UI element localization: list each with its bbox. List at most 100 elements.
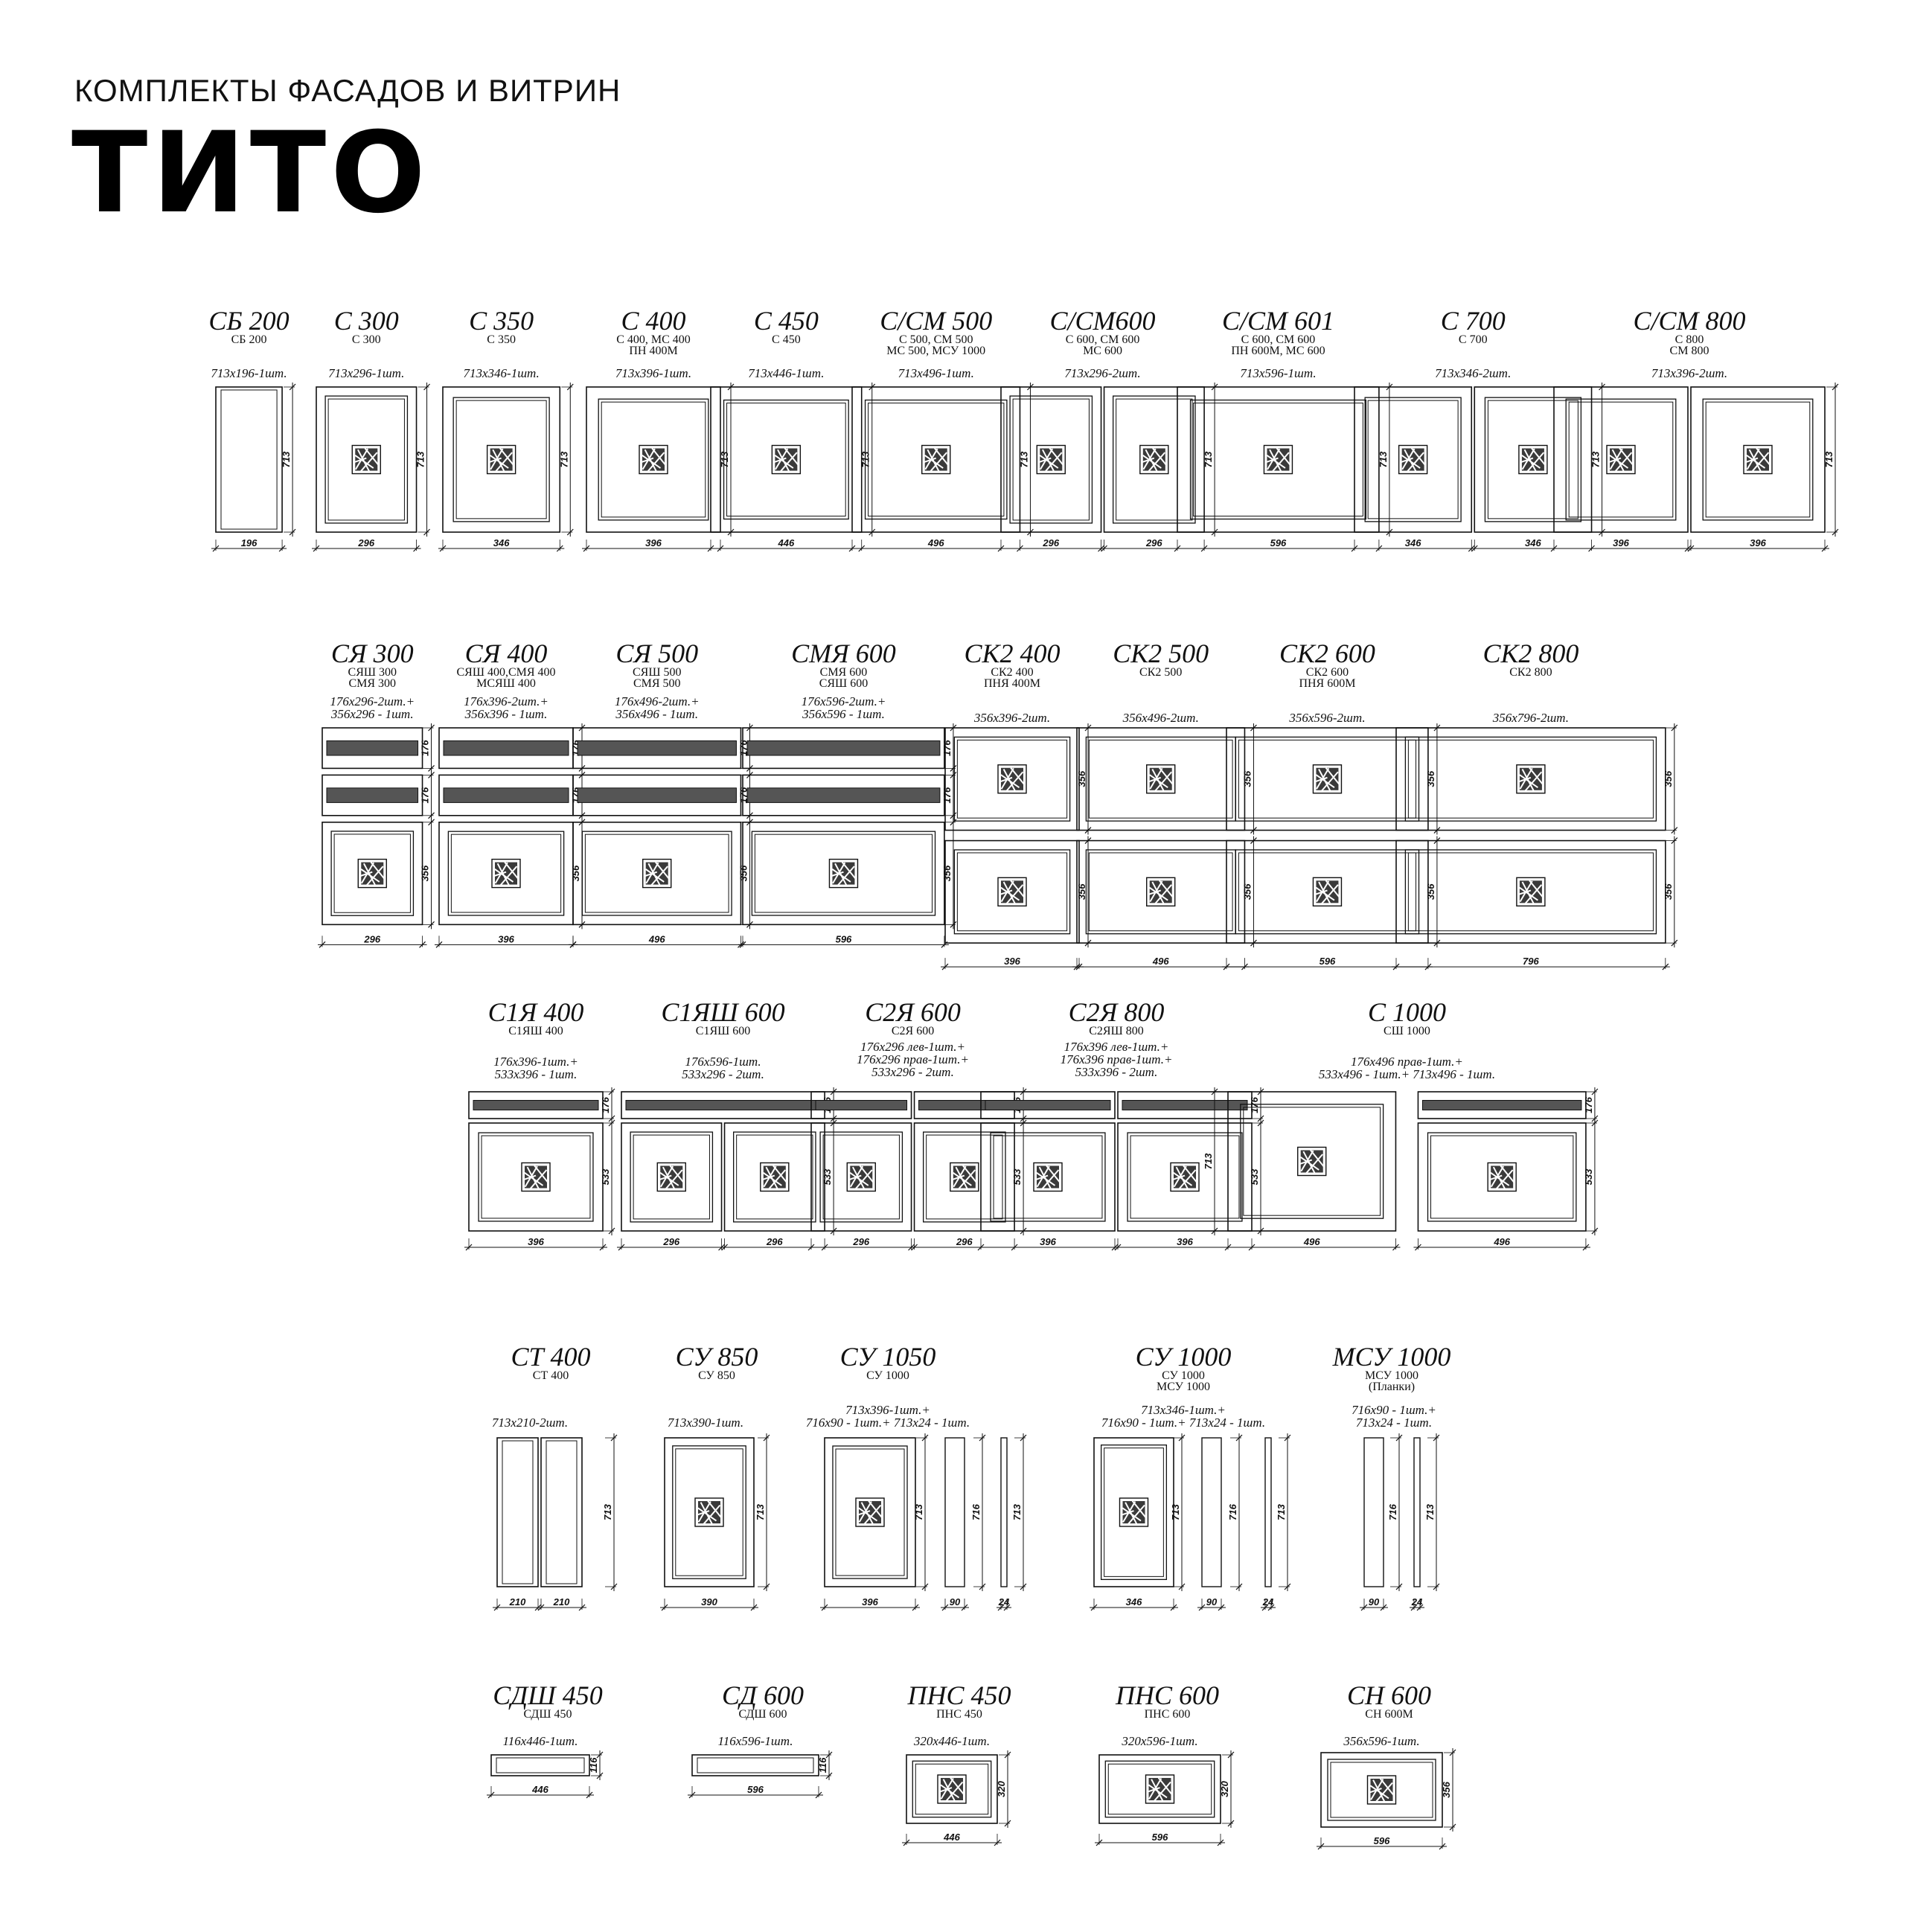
drawer-strip (473, 1100, 599, 1110)
facade-frame (1009, 395, 1093, 524)
dimension-tick (688, 1791, 696, 1799)
dimension-tick (994, 1839, 1001, 1846)
glass-ornament-frame (1263, 444, 1293, 475)
facade-outline (540, 1437, 583, 1587)
glass-ornament-frame (997, 877, 1027, 907)
module-spec: 716x90 - 1шт.+ 713x24 - 1шт. (1101, 1416, 1265, 1430)
width-dimension-label: 596 (836, 933, 852, 944)
plank (1413, 1437, 1421, 1587)
width-dimension-label: 346 (1126, 1596, 1142, 1608)
ornament-bar (696, 1510, 710, 1516)
dimension-tick (1416, 1604, 1424, 1611)
module-spec: 713x296-2шт. (1064, 366, 1140, 380)
facade-frame (502, 1440, 534, 1584)
drawer-strip (443, 787, 569, 803)
width-dimension-label: 296 (1042, 537, 1059, 548)
facade-frame (1484, 397, 1582, 522)
dimension-tick (1218, 1604, 1225, 1611)
facade-outline (742, 727, 945, 770)
ornament-bar (837, 866, 855, 886)
module-variant: МС 600 (1083, 345, 1122, 357)
dimension-tick (1449, 1823, 1456, 1831)
ornament-bar (1523, 449, 1538, 473)
facade-inner-frame (333, 834, 411, 913)
module-name: СК2 600 (1279, 639, 1375, 668)
height-dimension-label: 713 (1276, 1503, 1287, 1520)
height-dimension-label: 176 (420, 740, 431, 756)
dimension-tick (661, 1604, 668, 1611)
facade-frame (1235, 736, 1420, 822)
facade-frame (1327, 1759, 1436, 1821)
facade-frame (1427, 1132, 1577, 1222)
module-spec: 176x396 прав-1шт.+ (1061, 1052, 1173, 1066)
height-dimension-label: 713 (1823, 451, 1835, 467)
facade-inner-frame (1193, 403, 1363, 516)
width-dimension-label: 390 (701, 1596, 717, 1608)
drawer-strip (577, 787, 737, 803)
module-spec: 533x396 - 1шт. (495, 1067, 578, 1081)
ornament-bar (362, 863, 377, 887)
facade-inner-frame (868, 403, 1005, 516)
ornament-bar (640, 457, 654, 464)
module-name: СДШ 450 (493, 1680, 602, 1710)
width-dimension-label: 90 (950, 1596, 961, 1608)
dimension-tick (1351, 545, 1358, 552)
glass-ornament-frame (357, 858, 387, 889)
dimension-tick (721, 1244, 728, 1251)
facade-inner-frame (1238, 739, 1417, 819)
catalog-subtitle: КОМПЛЕКТЫ ФАСАДОВ И ВИТРИН (74, 73, 621, 108)
facade-inner-frame (993, 1135, 1103, 1219)
ornament-bar (493, 871, 507, 877)
module-spec: 713x446-1шт. (748, 366, 824, 380)
module-variant: ПНЯ 600М (1299, 677, 1355, 690)
ornament-bar (496, 863, 511, 887)
dimension-tick (1360, 1604, 1368, 1611)
facade-inner-frame (1705, 401, 1811, 518)
ornament-bar (1049, 447, 1065, 467)
dimension-tick (608, 1119, 615, 1127)
dimension-tick (997, 1604, 1005, 1611)
width-dimension-label: 346 (1405, 537, 1421, 548)
facade-outline (1076, 727, 1246, 831)
ornament-bar (1159, 880, 1174, 899)
ornament-bar (1372, 1779, 1386, 1803)
width-dimension-label: 396 (498, 933, 514, 944)
module-variant: СБ 200 (231, 333, 267, 346)
ornament-bar (1410, 447, 1427, 467)
module-name: С 400 (621, 306, 685, 336)
ornament-bar (1302, 1151, 1317, 1175)
height-dimension-label: 716 (970, 1503, 982, 1520)
facade-frame (220, 389, 278, 530)
ornament-bar (1038, 1166, 1052, 1191)
dimension-tick (435, 941, 443, 948)
ornament-bar (1500, 1165, 1516, 1184)
module-spec: 356x396-2шт. (973, 711, 1050, 725)
dimension-tick (1433, 1583, 1440, 1590)
dimension-tick (610, 1583, 618, 1590)
dimension-tick (977, 1244, 985, 1251)
module-name: С 350 (469, 306, 534, 336)
dimension-tick (921, 1434, 929, 1442)
dimension-tick (739, 941, 746, 948)
facade-frame (953, 849, 1071, 935)
module-name: СК2 400 (965, 639, 1061, 668)
ornament-bar (1152, 447, 1168, 467)
glass-ornament-frame (639, 444, 668, 475)
ornament-bar (647, 863, 662, 887)
facade-outline (1320, 1752, 1443, 1828)
dimension-tick (1095, 1839, 1103, 1846)
height-dimension-label: 116 (817, 1757, 828, 1773)
facade-inner-frame (1012, 398, 1090, 521)
facade-inner-frame (455, 400, 547, 519)
ornament-bar (950, 1777, 965, 1796)
ornament-bar (504, 861, 519, 880)
facade-frame (581, 831, 732, 916)
glass-ornament-frame (1516, 764, 1546, 794)
width-dimension-label: 396 (1750, 537, 1766, 548)
